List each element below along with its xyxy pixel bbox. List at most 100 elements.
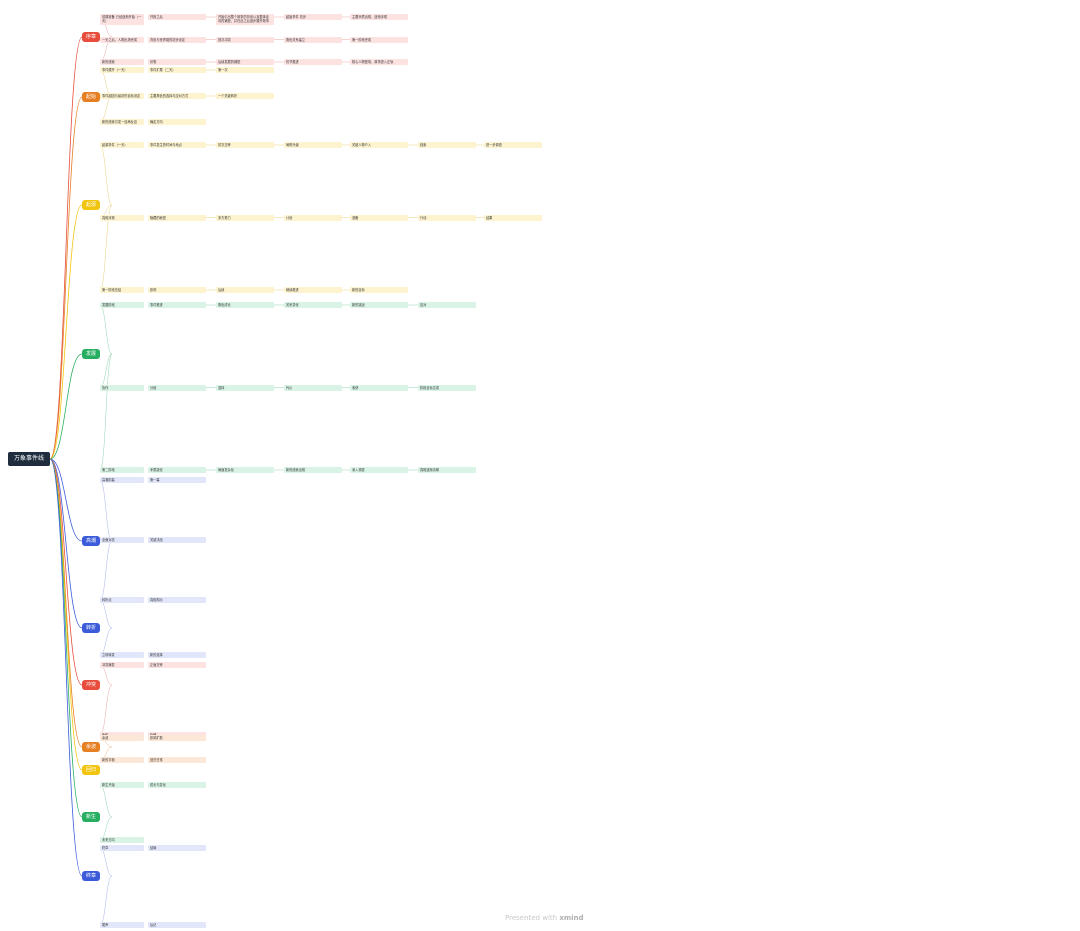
topic-node[interactable]: 第一阶段完成	[350, 36, 408, 43]
branch-topic-10[interactable]: 新生	[82, 812, 101, 822]
topic-node[interactable]: 第一阶段总结	[100, 287, 144, 294]
topic-node[interactable]: 行动	[418, 214, 476, 221]
topic-node[interactable]: 局面复杂化	[216, 467, 274, 474]
topic-node[interactable]: 新的线索	[100, 59, 144, 66]
topic-node[interactable]: 主要角色的选择与应对方式	[148, 93, 206, 100]
topic-node[interactable]: 一个关键转折	[216, 93, 274, 100]
topic-node[interactable]: 新的选择	[148, 652, 206, 659]
topic-node[interactable]: 确定方向	[148, 119, 206, 126]
topic-node[interactable]: 进一步调查	[484, 142, 542, 149]
branch-topic-4[interactable]: 发展	[82, 349, 101, 359]
topic-node[interactable]: 局势升级	[284, 142, 342, 149]
topic-node[interactable]: 首次冲突	[216, 36, 274, 43]
topic-node[interactable]: 后续	[216, 287, 274, 294]
topic-node[interactable]: 回归日常	[148, 757, 206, 764]
topic-node[interactable]: 后续发展的铺垫	[216, 59, 274, 66]
topic-node[interactable]: 初次交锋	[216, 142, 274, 149]
topic-node[interactable]: 开始引出整个故事的背景以及整体走向的铺垫，并在此之后逐步展开故事	[216, 14, 274, 25]
topic-node[interactable]: 新的挑战	[350, 302, 408, 309]
connector-line	[49, 458, 83, 877]
topic-node[interactable]: 高潮前奏	[100, 477, 144, 484]
topic-node[interactable]: 深入调查	[350, 467, 408, 474]
topic-node[interactable]: 新的线索引发一连串反应	[100, 119, 144, 126]
topic-node[interactable]: 影响扩散	[148, 735, 206, 742]
topic-node[interactable]: 背景与世界观的初步设定	[148, 36, 206, 43]
topic-node[interactable]: 伏笔	[148, 59, 206, 66]
topic-node[interactable]: 关系变化	[284, 302, 342, 309]
topic-node[interactable]: 前期准备 已经逐渐开始（一天）	[100, 14, 144, 25]
topic-node[interactable]: 事件起因与最初的目标设定	[100, 93, 144, 100]
topic-node[interactable]: 正面交锋	[148, 662, 206, 669]
topic-node[interactable]: 新的线索出现	[284, 467, 342, 474]
topic-node[interactable]: 开篇之后	[148, 14, 206, 21]
topic-node[interactable]: 成长与变化	[148, 782, 206, 789]
topic-node[interactable]: 起源事件（一天）	[100, 142, 144, 149]
branch-topic-9[interactable]: 回归	[82, 765, 101, 775]
topic-node[interactable]: 真相逐渐清晰	[418, 467, 476, 474]
topic-node[interactable]: 新的平衡	[100, 757, 144, 764]
branch-topic-3[interactable]: 起源	[82, 200, 101, 210]
topic-node[interactable]: 结局	[148, 845, 206, 852]
topic-node[interactable]: 线索	[418, 142, 476, 149]
branch-topic-5[interactable]: 高潮	[82, 536, 101, 546]
topic-node[interactable]: 转折点	[100, 597, 144, 604]
connector-line	[99, 875, 113, 926]
topic-node[interactable]: 未来方向	[100, 837, 144, 844]
topic-node[interactable]: 余波	[100, 735, 144, 742]
topic-node[interactable]: 应对	[418, 302, 476, 309]
topic-node[interactable]: 分歧	[148, 384, 206, 391]
topic-node[interactable]: 角色成长	[216, 302, 274, 309]
topic-node[interactable]: 关键决战	[148, 537, 206, 544]
topic-node[interactable]: 代价	[284, 384, 342, 391]
topic-node[interactable]: 第二阶段	[100, 467, 144, 474]
topic-node[interactable]: 准备	[350, 214, 408, 221]
topic-node[interactable]: 事件发生的时间与地点	[148, 142, 206, 149]
topic-node[interactable]: 事件推进	[148, 302, 206, 309]
branch-topic-11[interactable]: 终章	[82, 871, 101, 881]
topic-node[interactable]: 新生开始	[100, 782, 144, 789]
topic-node[interactable]: 立场转变	[100, 652, 144, 659]
topic-node[interactable]: 影响	[148, 287, 206, 294]
topic-node[interactable]: 关键人物介入	[350, 142, 408, 149]
topic-node[interactable]: 计划	[284, 214, 342, 221]
connector-line	[49, 458, 83, 686]
topic-node[interactable]: 选择	[216, 384, 274, 391]
topic-node[interactable]: 尾声	[100, 922, 144, 929]
branch-topic-2[interactable]: 起始	[82, 92, 101, 102]
topic-node[interactable]: 第一次	[216, 67, 274, 74]
topic-node[interactable]: 起始事件 初步	[284, 14, 342, 21]
topic-node[interactable]: 阶段目标达成	[418, 384, 476, 391]
topic-node[interactable]: 一天之后，人物出场完成	[100, 36, 144, 43]
topic-node[interactable]: 事件展开（一天）	[100, 67, 144, 74]
branch-topic-6[interactable]: 转折	[82, 623, 101, 633]
topic-node[interactable]: 隐藏的秘密	[148, 214, 206, 221]
topic-node[interactable]: 发展阶段	[100, 302, 144, 309]
topic-node[interactable]: 继续推进	[284, 287, 342, 294]
topic-node[interactable]: 角色关系建立	[284, 36, 342, 43]
topic-node[interactable]: 终章	[100, 845, 144, 852]
branch-topic-1[interactable]: 序章	[82, 32, 101, 42]
topic-node[interactable]: 真相浮现	[100, 214, 144, 221]
topic-node[interactable]: 矛盾激化	[148, 467, 206, 474]
topic-node[interactable]: 全面对抗	[100, 537, 144, 544]
branch-topic-8[interactable]: 余波	[82, 742, 101, 752]
connector-line	[99, 479, 113, 542]
topic-node[interactable]: 多方势力	[216, 214, 274, 221]
connector-line	[49, 458, 83, 818]
topic-node[interactable]: 核心人物登场，故事进入正轨	[350, 59, 408, 66]
topic-node[interactable]: 协作	[100, 384, 144, 391]
topic-node[interactable]: 后记	[148, 922, 206, 929]
topic-node[interactable]: 收获	[350, 384, 408, 391]
topic-node[interactable]: 情节推进	[284, 59, 342, 66]
connector-line	[99, 144, 113, 206]
topic-node[interactable]: 第一幕	[148, 477, 206, 484]
branch-topic-7[interactable]: 冲突	[82, 680, 101, 690]
topic-node[interactable]: 冲突爆发	[100, 662, 144, 669]
root-topic[interactable]: 万象事件线	[8, 452, 50, 466]
topic-node[interactable]: 事件扩展（二天）	[148, 67, 206, 74]
topic-node[interactable]: 主要矛盾出现，逐渐浮现	[350, 14, 408, 21]
topic-node[interactable]: 新的目标	[350, 287, 408, 294]
topic-node[interactable]: 结果	[484, 214, 542, 221]
topic-node[interactable]: 真相揭示	[148, 597, 206, 604]
